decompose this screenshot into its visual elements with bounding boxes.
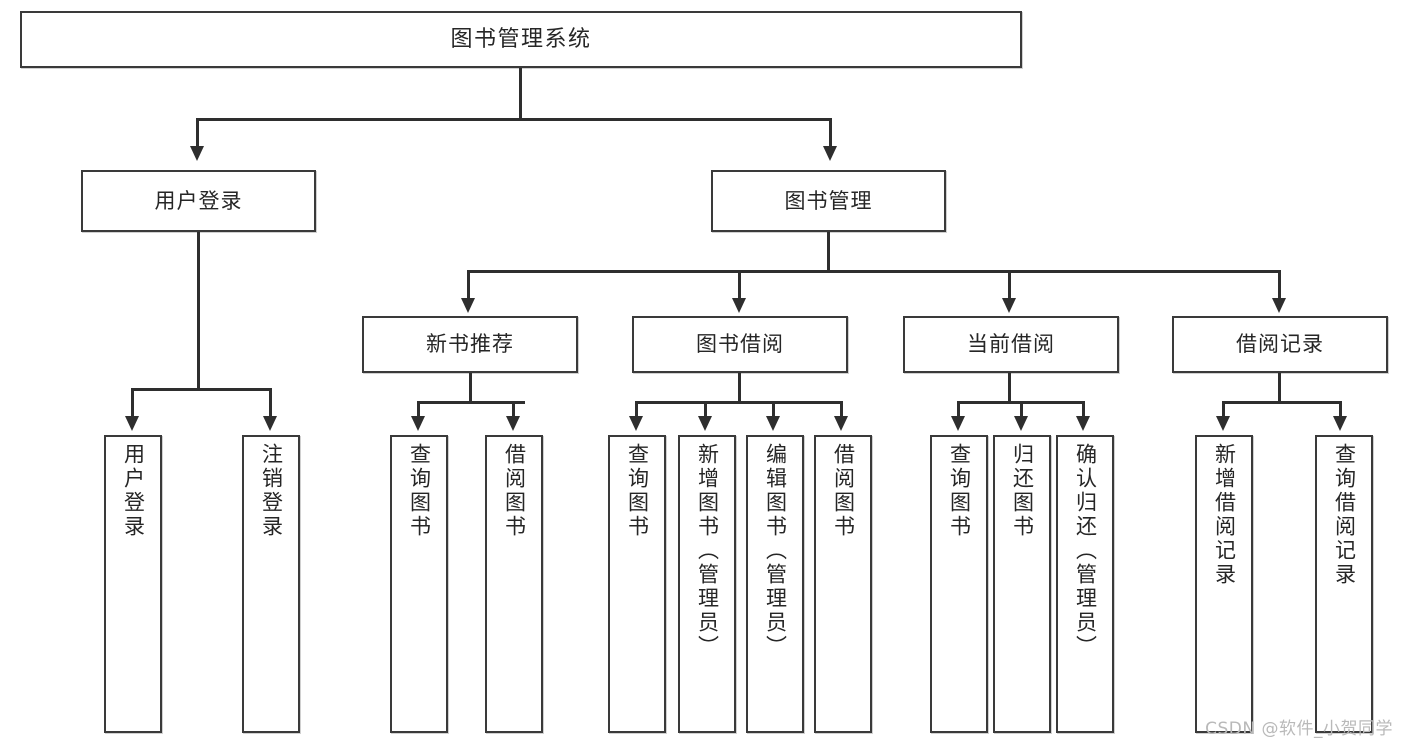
leaf-add-book-admin[interactable]: 新增图书（管理员）	[678, 435, 736, 733]
connector-book-borrow-to-leaf-3	[772, 401, 775, 417]
connector-root-stem	[519, 68, 522, 120]
arrow-to-leaf-query-book-1	[411, 416, 425, 431]
node-label: 借阅记录	[1236, 332, 1324, 357]
node-label: 当前借阅	[967, 332, 1055, 357]
arrow-to-leaf-add-book	[698, 416, 712, 431]
arrow-to-new-book-recommend	[461, 298, 475, 313]
node-label: 借阅图书	[831, 443, 856, 539]
leaf-borrow-book[interactable]: 借阅图书	[814, 435, 872, 733]
arrow-to-user-login	[190, 146, 204, 161]
node-label: 注销登录	[259, 443, 284, 539]
node-label: 新增借阅记录	[1212, 443, 1237, 587]
connector-to-new-book-recommend	[467, 270, 470, 299]
arrow-to-leaf-borrow-book-2	[834, 416, 848, 431]
node-new-book-recommendation[interactable]: 新书推荐	[362, 316, 578, 373]
arrow-to-book-borrow	[732, 298, 746, 313]
connector-user-login-to-leaf-2	[269, 388, 272, 417]
arrow-to-leaf-query-book-3	[951, 416, 965, 431]
leaf-user-login[interactable]: 用户登录	[104, 435, 162, 733]
connector-user-login-stem	[197, 232, 200, 390]
connector-current-borrow-stem	[1008, 373, 1011, 403]
leaf-query-borrow-record[interactable]: 查询借阅记录	[1315, 435, 1373, 733]
node-label: 新增图书（管理员）	[695, 443, 720, 659]
connector-new-book-bus	[417, 401, 525, 404]
connector-book-manage-bus	[467, 270, 1281, 273]
node-borrowing-record[interactable]: 借阅记录	[1172, 316, 1388, 373]
node-label: 查询借阅记录	[1332, 443, 1357, 587]
connector-book-manage-stem	[827, 232, 830, 272]
node-label: 图书管理系统	[450, 26, 592, 52]
connector-borrow-record-to-leaf-1	[1222, 401, 1225, 417]
connector-new-book-to-leaf-2	[512, 401, 515, 417]
connector-root-to-book-manage	[829, 118, 832, 147]
arrow-to-leaf-user-login	[125, 416, 139, 431]
arrow-to-leaf-borrow-book-1	[506, 416, 520, 431]
leaf-confirm-return-admin[interactable]: 确认归还（管理员）	[1056, 435, 1114, 733]
connector-current-borrow-to-leaf-1	[957, 401, 960, 417]
node-label: 新书推荐	[426, 332, 514, 357]
leaf-return-book[interactable]: 归还图书	[993, 435, 1051, 733]
connector-current-borrow-to-leaf-3	[1082, 401, 1085, 417]
connector-borrow-record-bus	[1222, 401, 1342, 404]
node-book-management-system[interactable]: 图书管理系统	[20, 11, 1022, 68]
connector-user-login-bus	[131, 388, 269, 391]
arrow-to-book-manage	[823, 146, 837, 161]
connector-borrow-record-stem	[1278, 373, 1281, 403]
connector-to-borrow-record	[1278, 270, 1281, 299]
arrow-to-borrow-record	[1272, 298, 1286, 313]
arrow-to-leaf-query-record	[1333, 416, 1347, 431]
leaf-edit-book-admin[interactable]: 编辑图书（管理员）	[746, 435, 804, 733]
connector-root-to-user-login	[196, 118, 199, 147]
connector-new-book-stem	[469, 373, 472, 403]
connector-book-borrow-stem	[738, 373, 741, 403]
node-label: 用户登录	[121, 443, 146, 539]
arrow-to-leaf-add-record	[1216, 416, 1230, 431]
node-book-borrowing[interactable]: 图书借阅	[632, 316, 848, 373]
node-label: 查询图书	[407, 443, 432, 539]
leaf-user-logout[interactable]: 注销登录	[242, 435, 300, 733]
leaf-add-borrow-record[interactable]: 新增借阅记录	[1195, 435, 1253, 733]
node-label: 用户登录	[154, 188, 243, 213]
leaf-borrow-book-recommend[interactable]: 借阅图书	[485, 435, 543, 733]
arrow-to-leaf-confirm-return	[1076, 416, 1090, 431]
connector-current-borrow-to-leaf-2	[1020, 401, 1023, 417]
connector-root-bus	[196, 118, 832, 121]
node-label: 确认归还（管理员）	[1073, 443, 1098, 659]
node-book-management[interactable]: 图书管理	[711, 170, 946, 232]
node-current-borrowing[interactable]: 当前借阅	[903, 316, 1119, 373]
connector-book-borrow-to-leaf-4	[840, 401, 843, 417]
leaf-query-book-recommend[interactable]: 查询图书	[390, 435, 448, 733]
node-label: 编辑图书（管理员）	[763, 443, 788, 659]
arrow-to-leaf-query-book-2	[629, 416, 643, 431]
leaf-query-book-borrow[interactable]: 查询图书	[608, 435, 666, 733]
node-label: 查询图书	[947, 443, 972, 539]
node-label: 图书管理	[784, 188, 873, 213]
node-label: 借阅图书	[502, 443, 527, 539]
arrow-to-leaf-user-logout	[263, 416, 277, 431]
connector-book-borrow-to-leaf-1	[635, 401, 638, 417]
node-label: 查询图书	[625, 443, 650, 539]
connector-borrow-record-to-leaf-2	[1339, 401, 1342, 417]
arrow-to-leaf-edit-book	[766, 416, 780, 431]
node-user-login[interactable]: 用户登录	[81, 170, 316, 232]
leaf-query-book-current[interactable]: 查询图书	[930, 435, 988, 733]
node-label: 归还图书	[1010, 443, 1035, 539]
connector-to-current-borrow	[1008, 270, 1011, 299]
connector-book-borrow-to-leaf-2	[704, 401, 707, 417]
connector-to-book-borrow	[738, 270, 741, 299]
connector-user-login-to-leaf-1	[131, 388, 134, 417]
connector-new-book-to-leaf-1	[417, 401, 420, 417]
connector-book-borrow-bus	[635, 401, 843, 404]
node-label: 图书借阅	[696, 332, 784, 357]
arrow-to-current-borrow	[1002, 298, 1016, 313]
arrow-to-leaf-return-book	[1014, 416, 1028, 431]
